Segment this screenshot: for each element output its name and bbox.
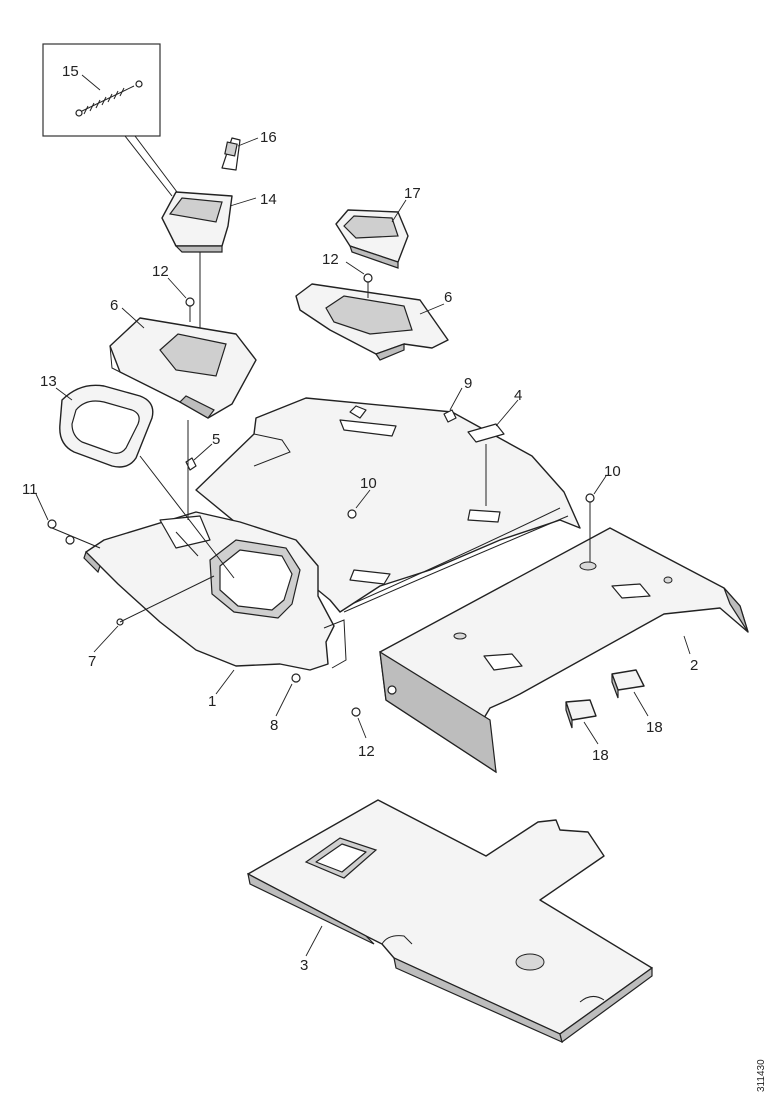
part-13-trim-frame bbox=[59, 384, 154, 468]
callout-18-right: 18 bbox=[646, 719, 663, 736]
callout-10-right: 10 bbox=[604, 463, 621, 480]
inset-detail-box bbox=[42, 43, 181, 197]
reference-number: 311430 bbox=[756, 1059, 767, 1092]
clip-8 bbox=[291, 673, 301, 683]
clip-4 bbox=[467, 423, 505, 443]
part-2-rear-headliner bbox=[379, 527, 749, 774]
assembly-lines bbox=[51, 282, 591, 623]
callout-16: 16 bbox=[260, 129, 277, 146]
part-1-front-headliner bbox=[83, 511, 347, 671]
callout-6-front: 6 bbox=[110, 297, 118, 314]
callout-18-left: 18 bbox=[592, 747, 609, 764]
clip-9 bbox=[443, 409, 457, 423]
callout-17: 17 bbox=[404, 185, 421, 202]
callout-9: 9 bbox=[464, 375, 472, 392]
leader-lines bbox=[35, 74, 691, 957]
callout-1: 1 bbox=[208, 693, 216, 710]
callout-6-rear: 6 bbox=[444, 289, 452, 306]
part-17-lamp-housing bbox=[335, 209, 409, 269]
callout-12-rear: 12 bbox=[322, 251, 339, 268]
callouts: 15 16 14 17 12 12 6 6 13 9 4 5 10 10 11 … bbox=[22, 63, 698, 974]
callout-3: 3 bbox=[300, 957, 308, 974]
part-6-rear-console bbox=[295, 283, 449, 361]
callout-13: 13 bbox=[40, 373, 57, 390]
callout-4: 4 bbox=[514, 387, 522, 404]
callout-8: 8 bbox=[270, 717, 278, 734]
callout-10-left: 10 bbox=[360, 475, 377, 492]
part-18-pad-left bbox=[565, 699, 597, 729]
part-16-bulb bbox=[221, 137, 241, 171]
part-6-front-console bbox=[109, 317, 257, 419]
clip-10-left bbox=[347, 509, 357, 519]
callout-11: 11 bbox=[22, 481, 38, 498]
fastener-12-rear bbox=[363, 273, 373, 283]
fastener-11 bbox=[47, 519, 75, 545]
callout-12-front: 12 bbox=[152, 263, 169, 280]
callout-2: 2 bbox=[690, 657, 698, 674]
callout-14: 14 bbox=[260, 191, 277, 208]
part-18-pad-right bbox=[611, 669, 645, 699]
callout-15: 15 bbox=[62, 63, 79, 80]
part-15-spring bbox=[75, 80, 143, 117]
fastener-12-bottom bbox=[351, 685, 397, 717]
callout-7: 7 bbox=[88, 653, 96, 670]
callout-5: 5 bbox=[212, 431, 220, 448]
clip-10-right bbox=[585, 493, 595, 503]
callout-12-bottom: 12 bbox=[358, 743, 375, 760]
fastener-12-front bbox=[185, 297, 195, 307]
part-3-insulation-mat bbox=[247, 799, 653, 1044]
